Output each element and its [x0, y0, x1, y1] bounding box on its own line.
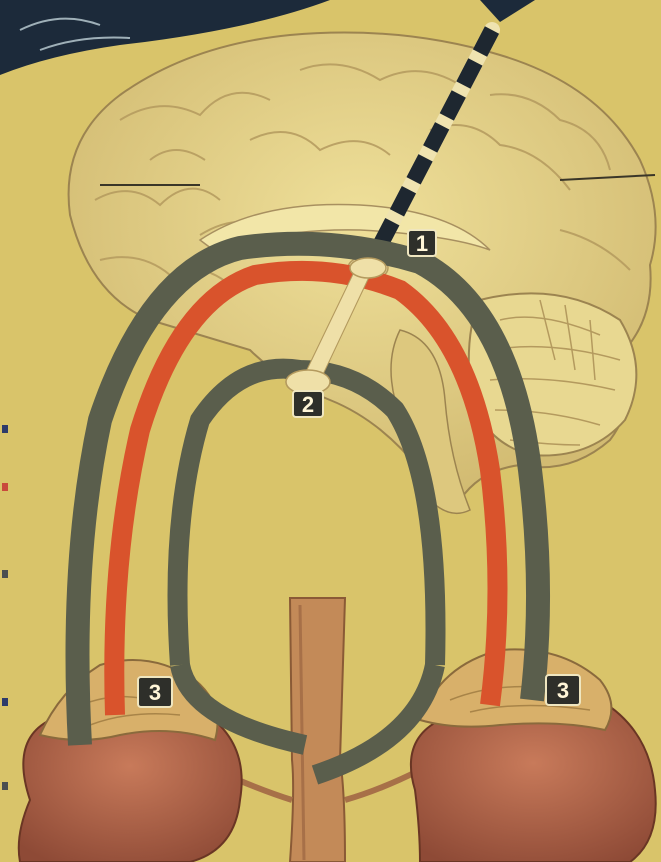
label-badge-1: 1 — [408, 230, 436, 256]
label-1-text: 1 — [416, 231, 428, 256]
label-2-text: 2 — [302, 392, 314, 417]
label-badge-3-right: 3 — [546, 675, 580, 705]
label-badge-2: 2 — [293, 391, 323, 417]
label-3-left-text: 3 — [149, 680, 161, 705]
label-3-right-text: 3 — [557, 678, 569, 703]
label-badge-3-left: 3 — [138, 677, 172, 707]
